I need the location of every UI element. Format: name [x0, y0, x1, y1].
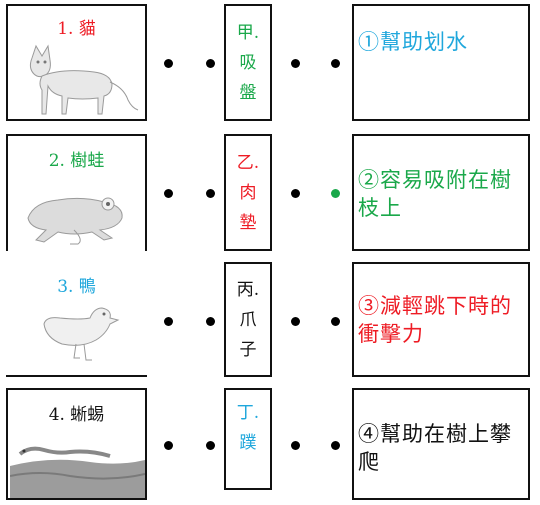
function-card-4: ④幫助在樹上攀爬	[352, 388, 530, 500]
connector-dot-3d[interactable]	[331, 317, 340, 326]
lizard-icon	[10, 446, 145, 498]
connector-dot-3b[interactable]	[206, 317, 215, 326]
choice-2-line-0: 乙.	[236, 152, 260, 173]
choice-4-line-0: 丁.	[236, 403, 260, 423]
animal-label-cat: 1. 貓	[57, 19, 96, 39]
function-text-3: ③減輕跳下時的衝擊力	[358, 294, 512, 346]
animal-label-lizard: 4. 蜥蜴	[48, 405, 105, 425]
animal-card-lizard: 4. 蜥蜴	[6, 388, 147, 500]
choice-1-line-2: 盤	[239, 82, 257, 103]
connector-dot-1a[interactable]	[164, 59, 173, 68]
function-text-4: ④幫助在樹上攀爬	[358, 422, 512, 474]
choice-3-line-0: 丙.	[236, 279, 260, 300]
animal-card-cat: 1. 貓	[6, 4, 147, 121]
choice-3-line-2: 子	[239, 339, 257, 360]
function-text-2: ②容易吸附在樹枝上	[358, 168, 512, 220]
connector-dot-4a[interactable]	[164, 441, 173, 450]
connector-dot-4d[interactable]	[331, 441, 340, 450]
choice-card-3: 丙. 爪 子	[224, 262, 272, 377]
connector-dot-1b[interactable]	[206, 59, 215, 68]
function-card-1: ①幫助划水	[352, 4, 530, 121]
connector-dot-3c[interactable]	[291, 317, 300, 326]
duck-icon	[43, 307, 120, 361]
choice-2-line-1: 肉	[239, 182, 257, 203]
choice-2-line-2: 墊	[239, 212, 257, 233]
connector-dot-2a[interactable]	[164, 189, 173, 198]
animal-card-tree-frog: 2. 樹蛙	[6, 134, 147, 251]
connector-dot-1d[interactable]	[331, 59, 340, 68]
connector-dot-2c[interactable]	[291, 189, 300, 198]
connector-dot-1c[interactable]	[291, 59, 300, 68]
connector-dot-2b[interactable]	[206, 189, 215, 198]
tree-frog-icon	[27, 197, 123, 245]
choice-1-line-0: 甲.	[236, 22, 260, 43]
animal-label-duck: 3. 鴨	[57, 277, 96, 297]
choice-3-line-1: 爪	[239, 309, 257, 330]
connector-dot-4c[interactable]	[291, 441, 300, 450]
connector-dot-2d[interactable]	[331, 189, 340, 198]
choice-card-2: 乙. 肉 墊	[224, 134, 272, 251]
animal-card-duck: 3. 鴨	[6, 262, 147, 377]
function-text-1: ①幫助划水	[358, 30, 468, 54]
cat-icon	[29, 44, 139, 115]
function-card-2: ②容易吸附在樹枝上	[352, 134, 530, 251]
choice-card-1: 甲. 吸 盤	[224, 4, 272, 121]
connector-dot-3a[interactable]	[164, 317, 173, 326]
choice-card-4: 丁. 蹼	[224, 388, 272, 490]
connector-dot-4b[interactable]	[206, 441, 215, 450]
function-card-3: ③減輕跳下時的衝擊力	[352, 262, 530, 377]
choice-1-line-1: 吸	[239, 52, 257, 73]
animal-label-tree-frog: 2. 樹蛙	[48, 151, 105, 171]
choice-4-line-1: 蹼	[239, 433, 257, 453]
